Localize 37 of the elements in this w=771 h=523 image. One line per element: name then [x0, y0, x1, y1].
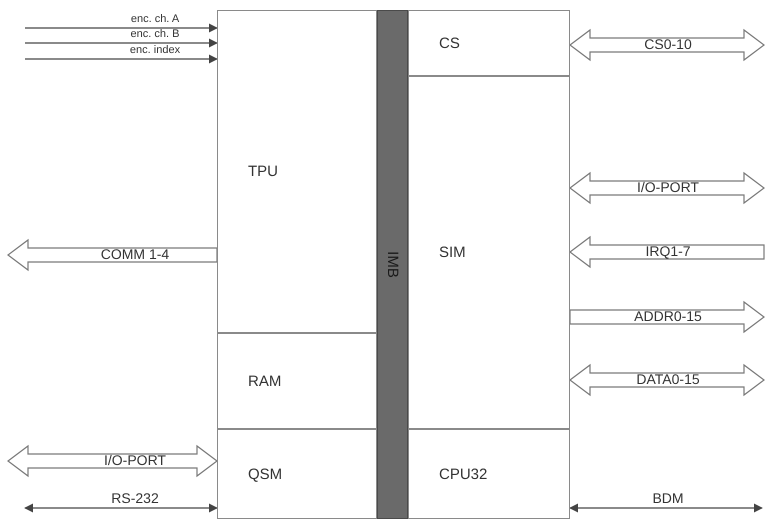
- edge-label: enc. ch. A: [128, 14, 182, 25]
- module-label: RAM: [248, 372, 282, 390]
- bus-arrow: [569, 236, 765, 268]
- edge-label: ADDR0-15: [633, 309, 703, 323]
- edge-label: DATA0-15: [635, 372, 701, 386]
- edge-label: RS-232: [109, 491, 161, 505]
- bus-bar: [377, 10, 408, 519]
- signal-arrow: [24, 504, 218, 512]
- bus-arrow: [569, 300, 765, 334]
- signal-arrow: [569, 504, 763, 512]
- module-label: SIM: [439, 244, 466, 261]
- bus-arrow: [569, 364, 765, 396]
- edge-label: IRQ1-7: [644, 244, 692, 258]
- edge-label: COMM 1-4: [100, 247, 170, 261]
- module-box: [217, 10, 377, 333]
- module-label: CS: [439, 34, 460, 52]
- module-box: [217, 333, 377, 429]
- signal-arrow: [25, 38, 218, 48]
- edge-label: I/O-PORT: [103, 453, 167, 467]
- module-box: [408, 429, 570, 519]
- bus-arrow: [569, 28, 765, 62]
- edge-label: I/O-PORT: [636, 180, 700, 194]
- module-box: [408, 10, 570, 76]
- module-box: [408, 76, 570, 429]
- bus-label: IMB: [384, 251, 401, 278]
- module-box: [217, 429, 377, 519]
- signal-arrow: [25, 24, 218, 32]
- bus-arrow: [7, 444, 218, 478]
- bus-arrow: [7, 238, 218, 272]
- module-label: QSM: [248, 466, 282, 482]
- edge-label: enc. index: [128, 45, 182, 56]
- edge-label: CS0-10: [643, 37, 693, 51]
- module-label: TPU: [248, 163, 278, 180]
- signal-arrow: [25, 54, 218, 64]
- edge-label: enc. ch. B: [128, 29, 182, 40]
- bus-arrow: [569, 172, 765, 204]
- module-label: CPU32: [439, 466, 488, 482]
